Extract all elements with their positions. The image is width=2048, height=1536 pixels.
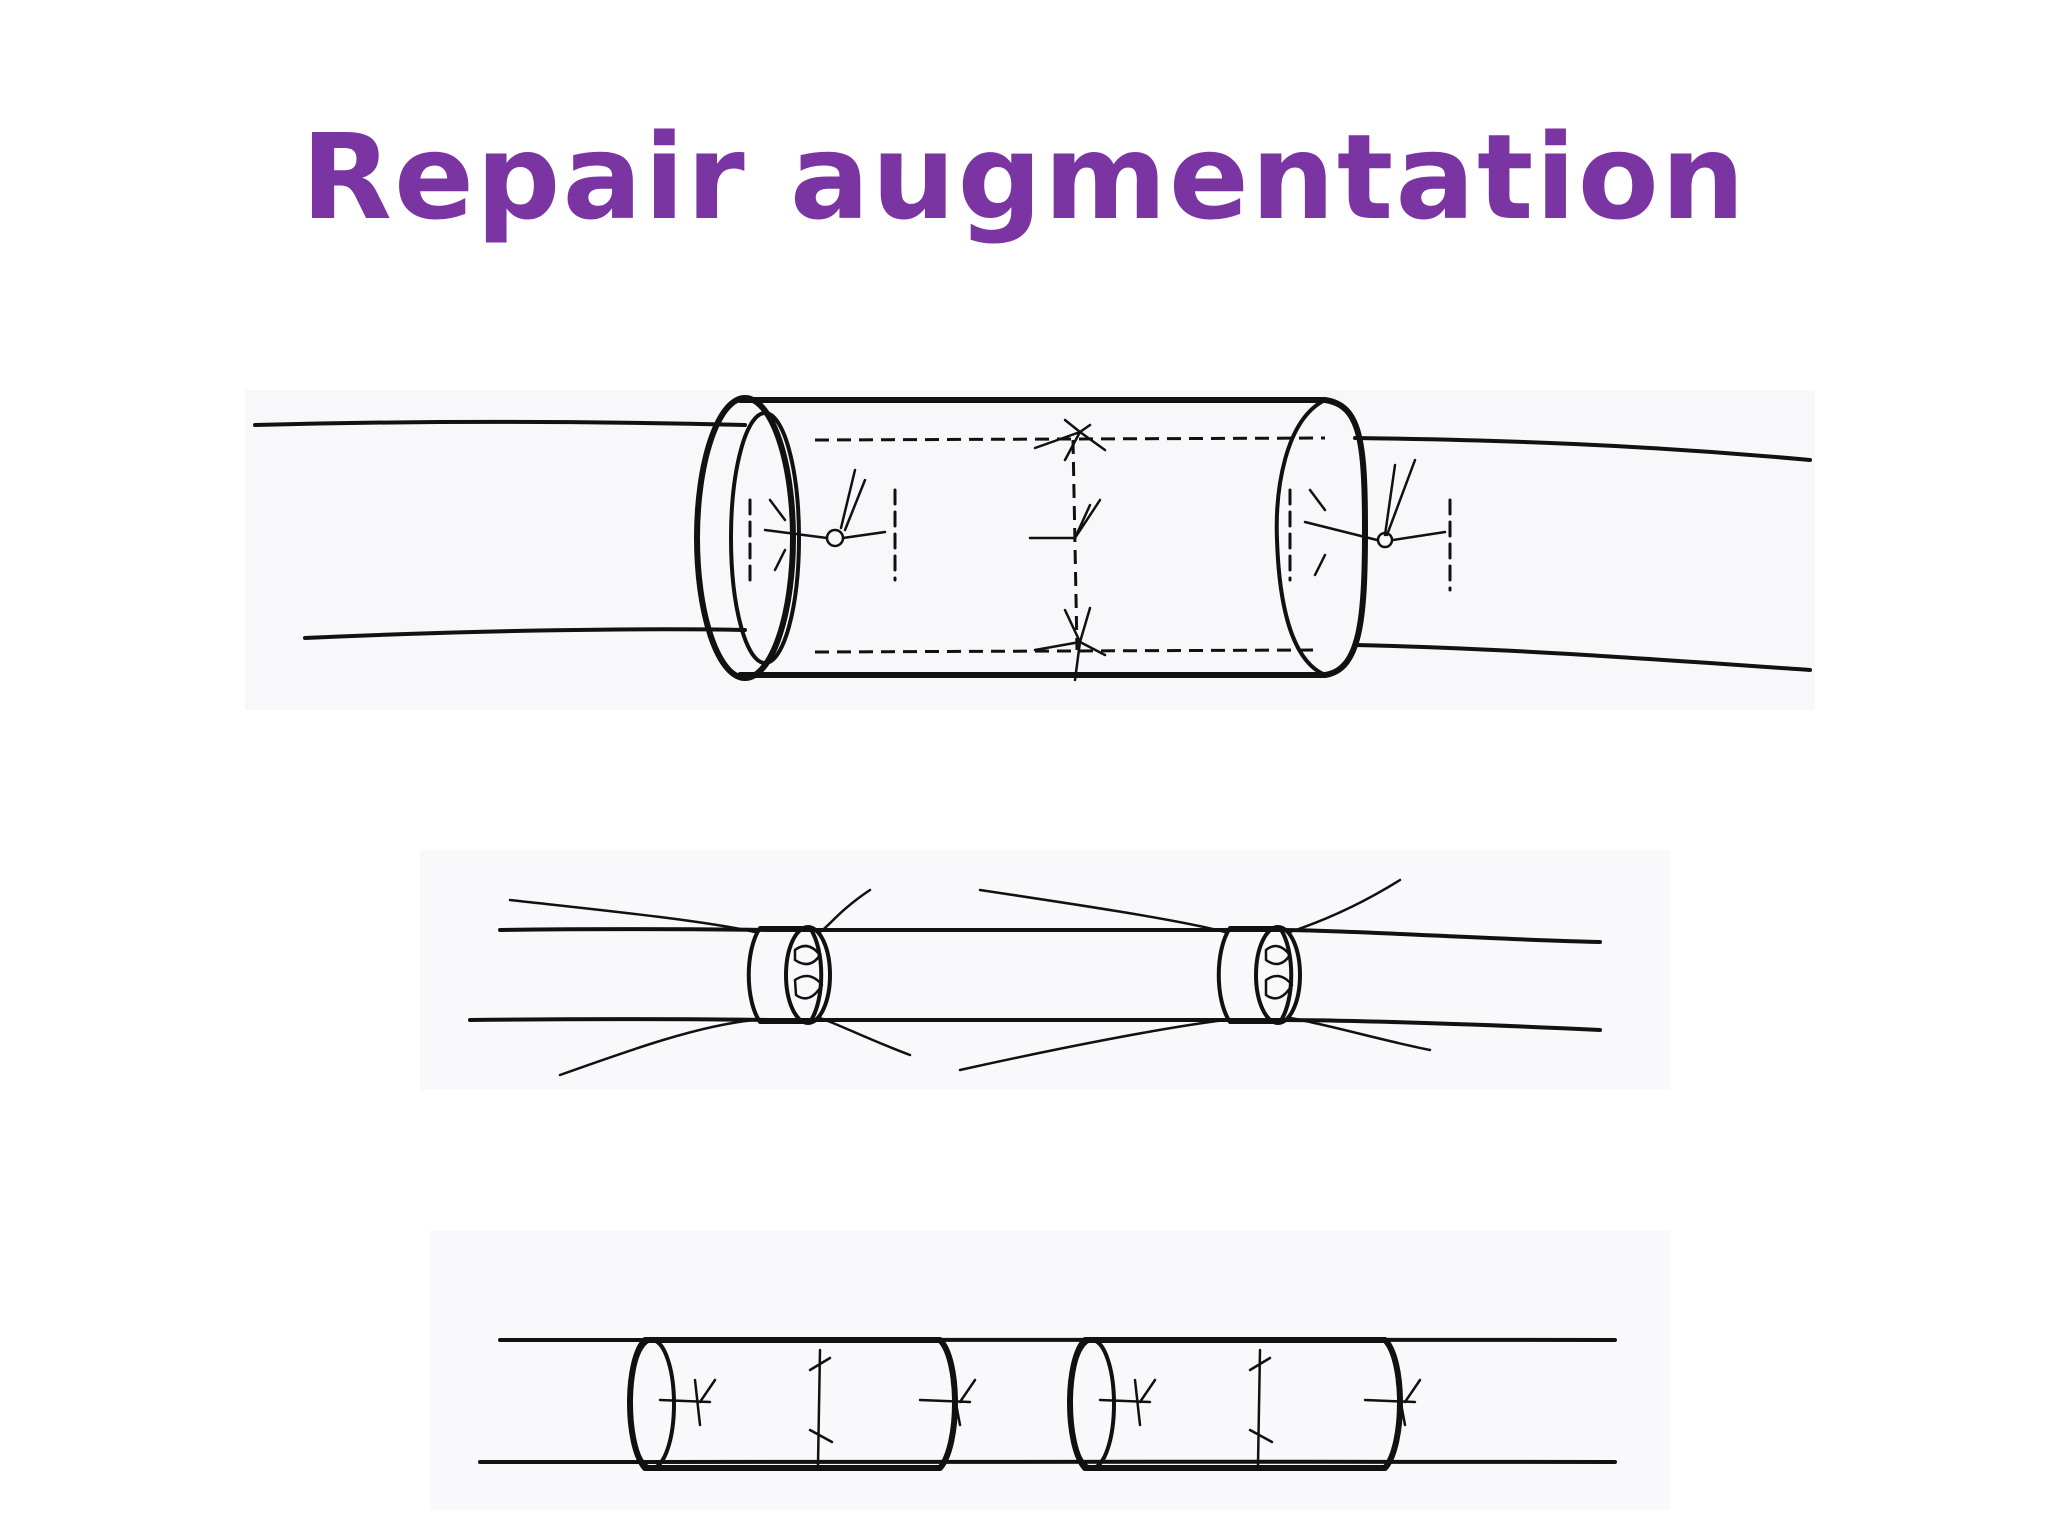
conduit-left-rim (694, 395, 796, 681)
suture-left (748, 468, 897, 582)
scan-background (245, 390, 1815, 710)
nerve-top (498, 1337, 1617, 1342)
figure-double-sleeve (400, 850, 1670, 1090)
seam-top (814, 436, 1326, 442)
double-sleeve-drawing (420, 850, 1670, 1090)
nerve-right-top (1353, 436, 1812, 462)
page-title: Repair augmentation (301, 108, 1747, 246)
scan-background (430, 1230, 1670, 1510)
nerve-right-bottom (1353, 643, 1812, 672)
figure-single-conduit (245, 380, 1815, 720)
nerve-left-bottom (303, 627, 747, 640)
suture-right (1288, 458, 1452, 592)
single-conduit-drawing (245, 390, 1815, 710)
suture-bottom (1033, 606, 1107, 682)
left-conduit (627, 1337, 977, 1471)
seam-middle (1071, 439, 1079, 651)
nerve-left-top (253, 419, 747, 427)
seam-bottom (814, 648, 1316, 654)
nerve-bottom (468, 1017, 1602, 1032)
nerve-bottom (478, 1459, 1617, 1464)
conduit-left-inner-rim (729, 411, 801, 665)
suture-middle (1028, 498, 1102, 540)
right-conduit (1067, 1337, 1422, 1471)
suture-top (1033, 418, 1107, 462)
right-sleeve (958, 878, 1432, 1072)
double-conduit-drawing (430, 1230, 1670, 1510)
scan-background (420, 850, 1670, 1090)
figure-double-conduit (400, 1230, 1670, 1510)
left-sleeve (508, 888, 912, 1077)
conduit-outline (737, 397, 1368, 678)
